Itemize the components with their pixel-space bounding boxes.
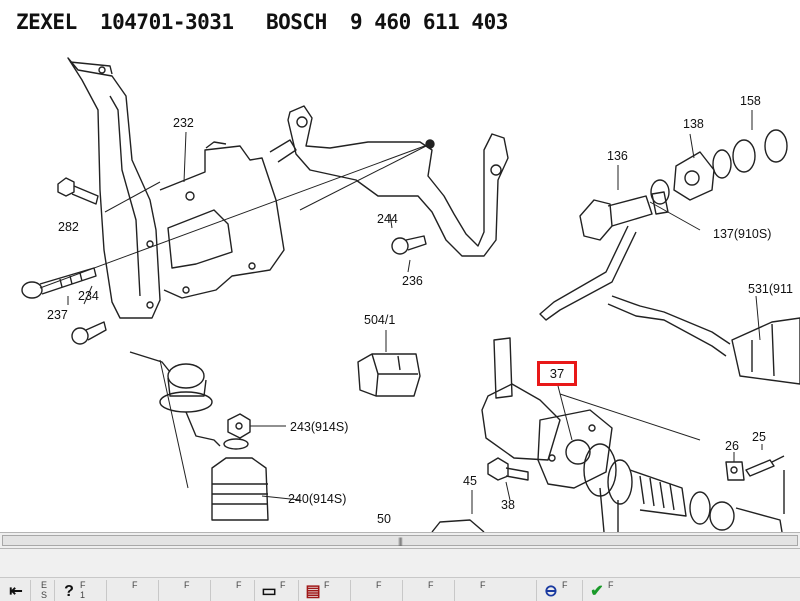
label-25: 25	[752, 430, 766, 444]
bolt-282	[57, 177, 99, 205]
label-243: 243(914S)	[290, 420, 349, 434]
brand-zexel: ZEXEL	[16, 10, 77, 34]
screw-236	[391, 235, 427, 255]
highlighted-part-label: 37	[549, 366, 565, 381]
label-234: 234	[78, 289, 99, 303]
f11-key-label: F	[608, 580, 614, 590]
label-282: 282	[58, 220, 79, 234]
f1-key-number: 1	[80, 590, 86, 600]
f7-button[interactable]: F	[350, 580, 396, 601]
label-237: 237	[47, 308, 68, 322]
horizontal-scrollbar[interactable]: |||	[0, 532, 800, 549]
f8-key-label: F	[428, 580, 434, 590]
label-158: 158	[740, 94, 761, 108]
function-key-toolbar: ⇤ E S ? F 1 F F F ▭ F ▤ F F F F ⊖ F ✔ F	[0, 577, 800, 601]
f2-key-label: F	[132, 580, 138, 590]
f7-key-label: F	[376, 580, 382, 590]
part-number-header: ZEXEL 104701-3031 BOSCH 9 460 611 403	[16, 10, 508, 44]
label-137: 137(910S)	[713, 227, 772, 241]
bracket-part	[67, 57, 285, 319]
bolt-237	[21, 267, 97, 299]
zoom-out-button[interactable]: ⊖ F	[536, 580, 580, 601]
pin-25	[745, 455, 785, 514]
zexel-part-number: 104701-3031	[100, 10, 234, 34]
back-button[interactable]: ⇤	[2, 580, 28, 601]
display-button[interactable]: ▭ F	[254, 580, 298, 601]
f4-button[interactable]: F	[210, 580, 254, 601]
es-key-label-2: S	[41, 590, 48, 600]
connector-504	[357, 353, 421, 397]
f10-key-label: F	[562, 580, 568, 590]
brand-bosch: BOSCH	[266, 10, 327, 34]
label-50: 50	[377, 512, 391, 526]
bosch-part-number: 9 460 611 403	[350, 10, 508, 34]
label-45: 45	[463, 474, 477, 488]
zoom-out-icon: ⊖	[544, 583, 558, 600]
label-232: 232	[173, 116, 194, 130]
f1-key-label: F	[80, 580, 86, 590]
f6-key-label: F	[324, 580, 330, 590]
f9-key-label: F	[480, 580, 486, 590]
printer-icon: ▤	[305, 583, 321, 600]
highlighted-part-37[interactable]: 37	[537, 361, 577, 386]
f2-button[interactable]: F	[106, 580, 152, 601]
screw-38	[487, 457, 529, 481]
f9-button[interactable]: F	[454, 580, 500, 601]
parts-diagram: ZEXEL 104701-3031 BOSCH 9 460 611 403	[16, 10, 800, 532]
es-key-label: E	[41, 580, 48, 590]
label-26: 26	[725, 439, 739, 453]
label-240: 240(914S)	[288, 492, 347, 506]
f8-button[interactable]: F	[402, 580, 448, 601]
screw-234	[71, 321, 107, 345]
print-button[interactable]: ▤ F	[298, 580, 344, 601]
lever-244	[269, 105, 509, 257]
exploded-view-drawing	[21, 57, 800, 532]
scrollbar-grip: |||	[397, 535, 403, 546]
status-area	[0, 549, 800, 577]
scrollbar-thumb[interactable]: |||	[2, 535, 798, 546]
solenoid-wire	[129, 351, 221, 447]
f3-button[interactable]: F	[158, 580, 204, 601]
f4-key-label: F	[236, 580, 242, 590]
fitting-136	[539, 191, 669, 321]
back-arrow-icon: ⇤	[9, 583, 23, 600]
housing-240	[211, 457, 269, 521]
check-icon: ✔	[590, 583, 604, 600]
f5-key-label: F	[280, 580, 286, 590]
label-504: 504/1	[364, 313, 396, 327]
label-531: 531(911	[748, 282, 793, 296]
solenoid-assembly-37	[431, 337, 783, 532]
confirm-button[interactable]: ✔ F	[582, 580, 628, 601]
label-38: 38	[501, 498, 515, 512]
label-244: 244	[377, 212, 398, 226]
nut-243	[223, 413, 251, 450]
help-button[interactable]: ? F 1	[54, 580, 100, 601]
monitor-icon: ▭	[261, 583, 277, 600]
sensor-531	[607, 295, 800, 385]
f3-key-label: F	[184, 580, 190, 590]
label-136: 136	[607, 149, 628, 163]
banjo-fitting	[650, 129, 788, 205]
label-236: 236	[402, 274, 423, 288]
help-question-icon: ?	[64, 583, 74, 600]
es-button[interactable]: E S	[30, 580, 52, 601]
label-138: 138	[683, 117, 704, 131]
pin-26	[725, 461, 745, 481]
